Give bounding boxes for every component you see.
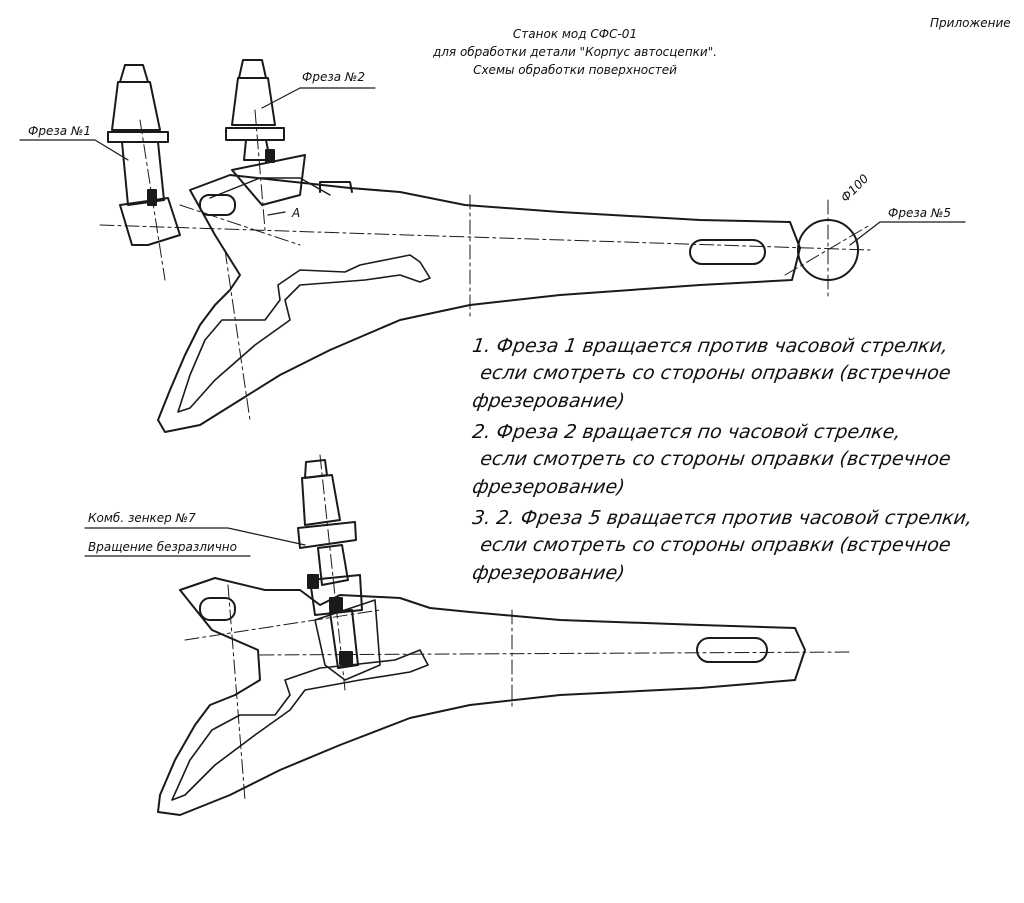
note-3-line-1: 3. 2. Фреза 5 вращается против часовой с…: [470, 507, 974, 529]
note-2-line-2: если смотреть со стороны оправки (встреч…: [478, 448, 953, 470]
label-point-a: А: [292, 206, 301, 220]
appendix-label: Приложение: [930, 16, 1011, 30]
title-line-1: Станок мод СФС-01: [512, 27, 638, 41]
countersink-7-assembly: [297, 459, 363, 669]
bottom-window: [199, 597, 236, 621]
label-cutter-2: Фреза №2: [302, 70, 365, 84]
label-rotation: Вращение безразлично: [88, 540, 237, 554]
note-2-line-3: фрезерование): [470, 476, 627, 498]
bottom-body-outline: [157, 577, 806, 816]
cutter-2-assembly: [225, 59, 306, 206]
note-3-line-2: если смотреть со стороны оправки (встреч…: [478, 534, 953, 556]
bottom-slot: [696, 637, 768, 663]
note-2-line-1: 2. Фреза 2 вращается по часовой стрелке,: [470, 421, 903, 443]
top-slot: [689, 239, 766, 265]
bottom-centerlines: [184, 454, 851, 801]
title-line-2: для обработки детали "Корпус автосцепки"…: [432, 45, 718, 59]
top-leaders: [19, 87, 966, 246]
title-line-3: Схемы обработки поверхностей: [473, 63, 677, 77]
note-3-line-3: фрезерование): [470, 562, 627, 584]
note-1-line-3: фрезерование): [470, 390, 627, 412]
label-cutter-1: Фреза №1: [28, 124, 91, 138]
bottom-leaders: [84, 527, 306, 557]
top-boss: [319, 181, 353, 193]
label-countersink-7: Комб. зенкер №7: [88, 511, 196, 525]
note-1-line-1: 1. Фреза 1 вращается против часовой стре…: [470, 335, 950, 357]
label-cutter-5: Фреза №5: [888, 206, 951, 220]
top-centerlines: [99, 109, 871, 421]
cutter-1-assembly: [107, 64, 181, 246]
bottom-bore: [314, 599, 381, 681]
note-1-line-2: если смотреть со стороны оправки (встреч…: [478, 362, 953, 384]
top-window: [199, 194, 236, 216]
